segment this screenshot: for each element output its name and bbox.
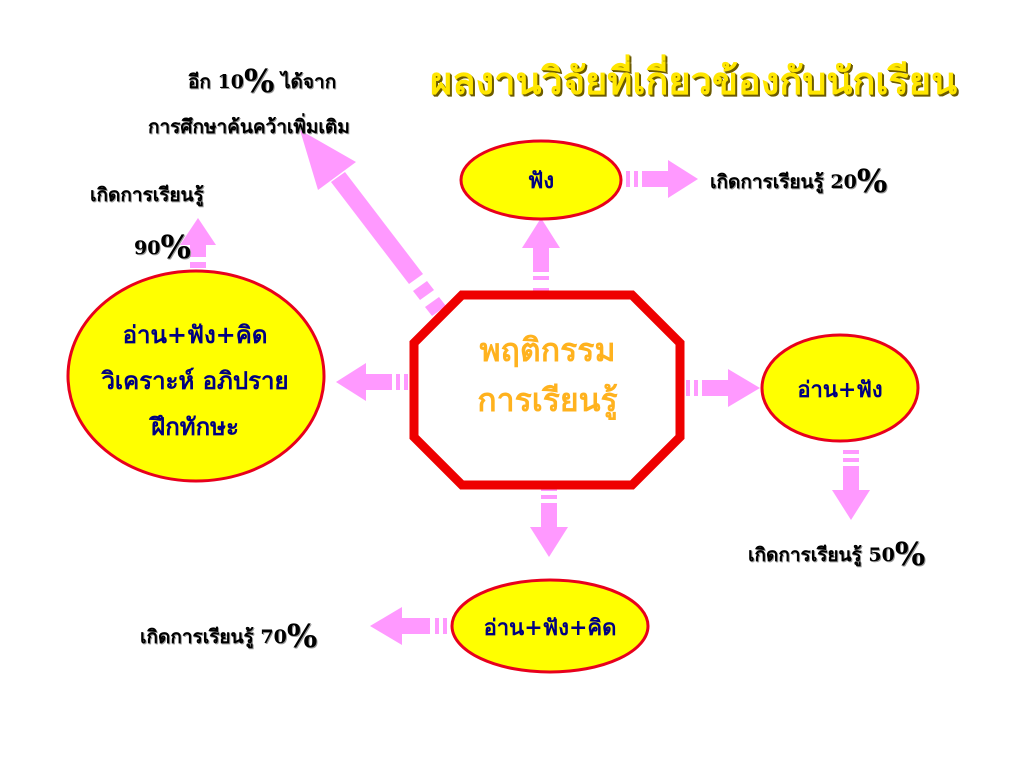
arrow-to-listen-outcome (626, 160, 698, 198)
outcome-listen: เกิดการเรียนรู้ 20% (710, 162, 888, 200)
arrow-to-read-listen-think (530, 487, 568, 557)
arrow-to-full-outcome (180, 218, 216, 268)
arrow-to-listen (522, 218, 560, 294)
outcome-full-line1: เกิดการเรียนรู้ (90, 184, 204, 206)
center-label-line1: พฤติกรรม (479, 331, 616, 369)
page-title: ผลงานวิจัยที่เกี่ยวข้องกับนักเรียน (430, 58, 958, 103)
arrow-to-read-listen-outcome (832, 450, 870, 520)
center-octagon (409, 290, 685, 490)
node-read-listen-ellipse (760, 333, 920, 443)
node-read-listen-label: อ่าน+ฟัง (797, 377, 883, 403)
node-listen-ellipse (459, 139, 623, 221)
arrow-to-full (336, 363, 408, 401)
outcome-full-line2: 90% (134, 228, 191, 266)
center-label-line2: การเรียนรู้ (477, 381, 618, 419)
outcome-read-listen-think: เกิดการเรียนรู้ 70% (140, 617, 318, 655)
outcome-extra-line2: การศึกษาค้นคว้าเพิ่มเติม (148, 116, 350, 138)
node-full-label: อ่าน+ฟัง+คิด วิเคราะห์ อภิปราย ฝึกทักษะ (70, 312, 320, 450)
node-full-line1: อ่าน+ฟัง+คิด (122, 320, 268, 349)
node-read-listen-think-ellipse (450, 578, 650, 674)
center-label: พฤติกรรม การเรียนรู้ (415, 325, 680, 425)
arrow-to-read-listen (686, 369, 760, 407)
outcome-read-listen: เกิดการเรียนรู้ 50% (748, 535, 926, 573)
arrow-to-extra-outcome (300, 130, 446, 316)
node-full-ellipse (66, 269, 326, 483)
node-listen-label: ฟัง (527, 168, 555, 194)
arrow-to-read-listen-think-outcome (370, 607, 447, 645)
node-read-listen-think-label: อ่าน+ฟัง+คิด (483, 615, 617, 641)
node-full-line3: ฝึกทักษะ (151, 412, 239, 441)
outcome-extra-line1: อีก 10% ได้จาก (188, 62, 337, 100)
node-full-line2: วิเคราะห์ อภิปราย (101, 366, 289, 395)
